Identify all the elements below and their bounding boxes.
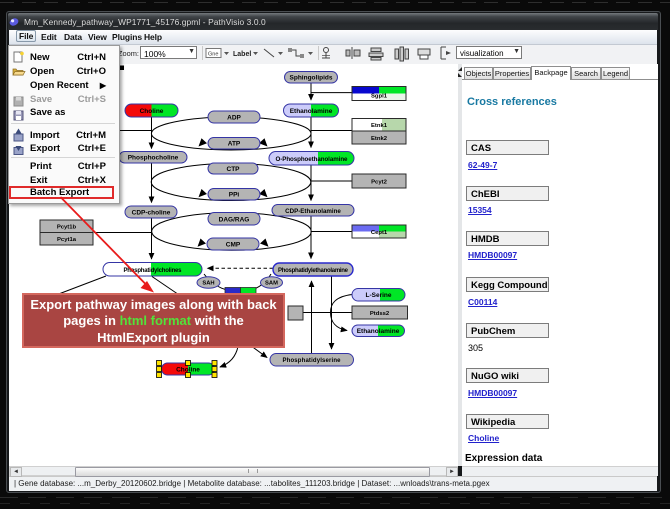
- svg-text:SAH: SAH: [202, 281, 214, 287]
- svg-text:Pcyt1a: Pcyt1a: [57, 237, 77, 243]
- svg-text:DAG/RAG: DAG/RAG: [219, 216, 250, 223]
- svg-text:Phosphatidylserine: Phosphatidylserine: [283, 358, 342, 364]
- svg-text:Ethanolamine: Ethanolamine: [290, 108, 333, 115]
- svg-text:CTP: CTP: [227, 166, 241, 173]
- svg-text:Pcyt1b: Pcyt1b: [57, 225, 77, 231]
- svg-text:Ethanolamine: Ethanolamine: [357, 328, 400, 335]
- svg-text:CDP-choline: CDP-choline: [132, 210, 171, 217]
- svg-text:Choline: Choline: [176, 367, 200, 374]
- svg-text:CMP: CMP: [226, 242, 241, 249]
- svg-text:Sgpl1: Sgpl1: [371, 94, 388, 100]
- svg-text:Etnk2: Etnk2: [371, 136, 388, 142]
- svg-text:Choline: Choline: [140, 108, 164, 115]
- svg-text:ATP: ATP: [228, 141, 241, 148]
- svg-text:L-Serine: L-Serine: [365, 292, 391, 299]
- svg-text:Ptdss2: Ptdss2: [370, 311, 390, 317]
- svg-text:Phosphatidylethanolamine: Phosphatidylethanolamine: [278, 268, 349, 274]
- svg-text:ADP: ADP: [227, 115, 241, 122]
- svg-text:Pcyt2: Pcyt2: [371, 180, 387, 186]
- svg-text:CDP-Ethanolamine: CDP-Ethanolamine: [285, 208, 341, 215]
- svg-text:SAM: SAM: [265, 281, 278, 287]
- svg-text:Cept1: Cept1: [371, 230, 388, 236]
- svg-text:Phosphatidylcholines: Phosphatidylcholines: [124, 268, 183, 274]
- svg-text:Label: Label: [233, 51, 251, 58]
- svg-text:Etnk1: Etnk1: [371, 123, 388, 129]
- svg-text:Sphingolipids: Sphingolipids: [290, 75, 333, 82]
- svg-text:O-Phosphoethanolamine: O-Phosphoethanolamine: [276, 156, 349, 163]
- svg-text:Phosphocholine: Phosphocholine: [128, 155, 179, 162]
- svg-text:Gne: Gne: [208, 52, 218, 58]
- svg-text:PPi: PPi: [229, 192, 240, 199]
